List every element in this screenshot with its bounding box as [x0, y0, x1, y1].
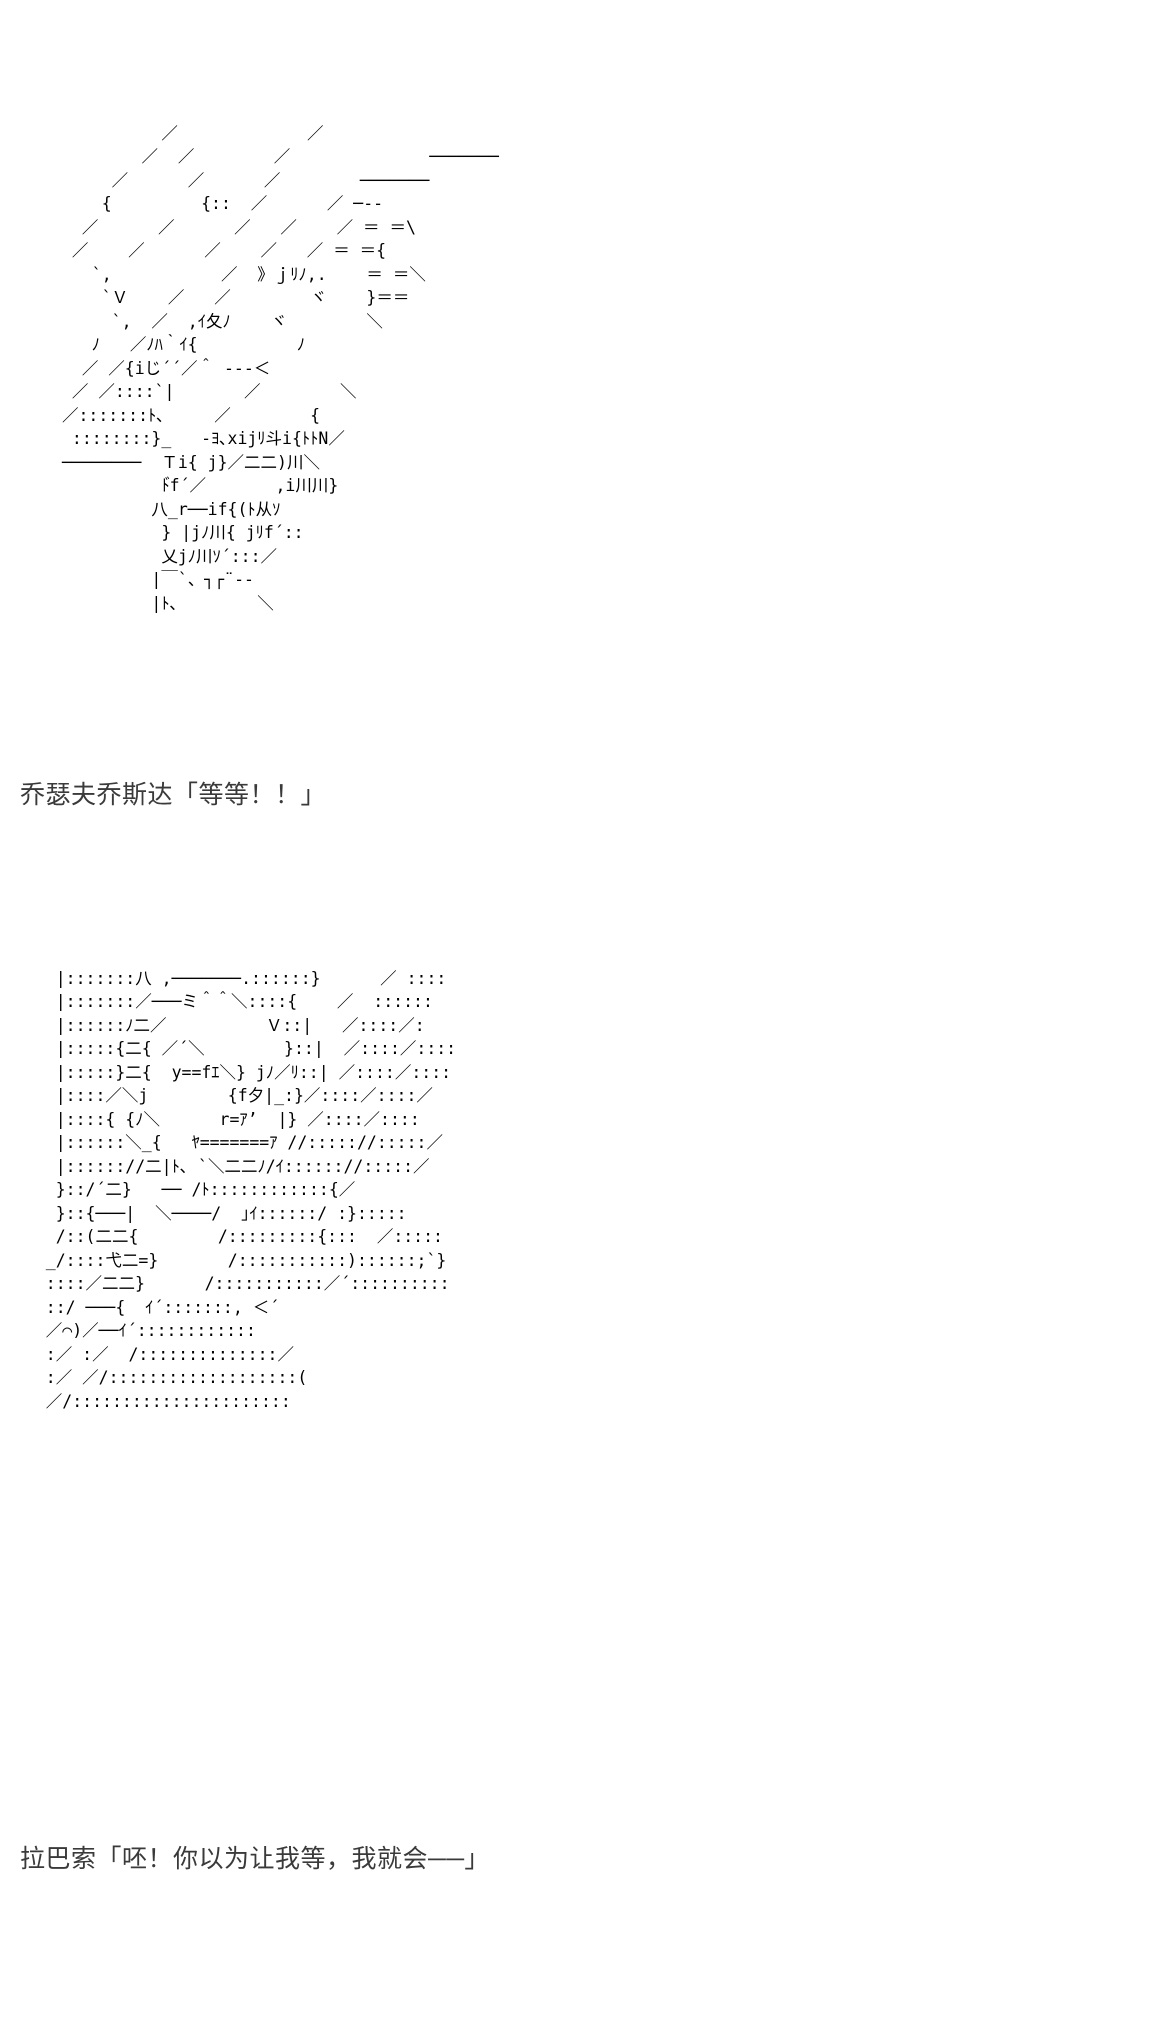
ascii-art-figure-joseph: ／ ／ ／ ／ ／ ─────── ／ ／ ／ ─────── { {:: ／ …: [62, 123, 499, 613]
ascii-art-figure-rabaso: |:::::::八 ,───────.::::::} ／ :::: |:::::…: [45, 968, 457, 1411]
dialogue-caption-joseph: 乔瑟夫乔斯达「等等！！」: [20, 781, 327, 809]
dialogue-caption-rabaso: 拉巴索「呸！你以为让我等，我就会──」: [20, 1845, 490, 1873]
